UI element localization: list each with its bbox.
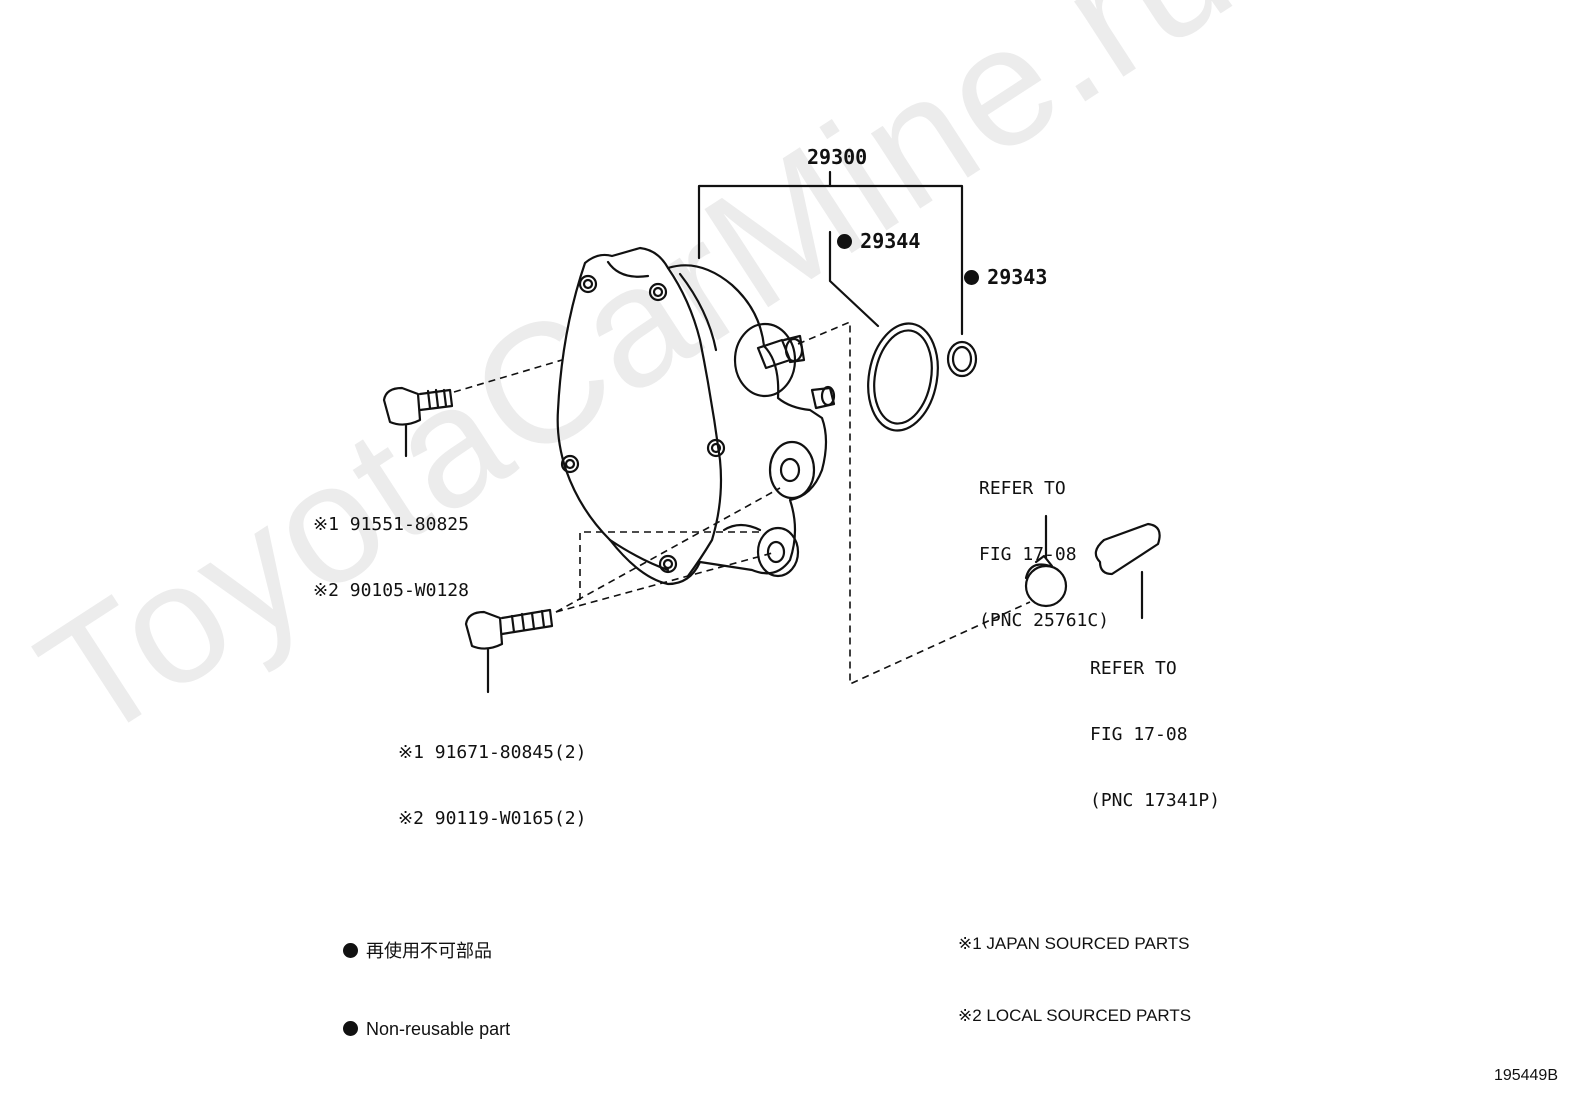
legend-non-reusable-en: Non-reusable part [366, 1019, 511, 1039]
clamp [1024, 514, 1068, 608]
non-reusable-dot-icon [343, 1021, 358, 1036]
part-number-assembly: 29300 [807, 145, 868, 169]
legend-non-reusable: 再使用不可部品 Non-reusable part [343, 886, 510, 1094]
bolt-lower-label: ※1 91671-80845(2) ※2 90119-W0165(2) [398, 698, 586, 874]
dash-upper-bolt [453, 359, 563, 393]
part-number-gasket-large: 29344 [789, 208, 920, 274]
hose [1094, 522, 1161, 620]
legend-non-reusable-jp: 再使用不可部品 [366, 941, 492, 961]
clamp-reference: REFER TO FIG 17-08 (PNC 25761C) [979, 478, 1110, 631]
legend-sourcing: ※1 JAPAN SOURCED PARTS ※2 LOCAL SOURCED … [958, 884, 1191, 1076]
bolt-upper-line-2: ※2 90105-W0128 [313, 580, 469, 601]
dash-pump-right [797, 320, 1031, 686]
legend-local-sourced: ※2 LOCAL SOURCED PARTS [958, 1006, 1192, 1025]
bolt-lower-line-2: ※2 90119-W0165(2) [398, 808, 587, 829]
gasket-large-leader [828, 230, 880, 328]
figure-id: 195449B [1493, 1067, 1558, 1084]
bolt-lower-line-1: ※1 91671-80845(2) [398, 742, 587, 763]
non-reusable-dot-icon [343, 943, 358, 958]
non-reusable-dot-icon [837, 234, 853, 249]
gasket-small-ring [946, 340, 978, 378]
gasket-large-ring [867, 322, 939, 432]
non-reusable-dot-icon [964, 270, 980, 285]
bolt-upper-label: ※1 91551-80825 ※2 90105-W0128 [313, 470, 469, 646]
legend-japan-sourced: ※1 JAPAN SOURCED PARTS [958, 934, 1190, 953]
bolt-upper-line-1: ※1 91551-80825 [313, 514, 469, 535]
part-number-gasket-small: 29343 [916, 244, 1047, 310]
hose-reference: REFER TO FIG 17-08 (PNC 17341P) [1090, 658, 1221, 811]
bolt-upper [382, 386, 454, 458]
bolt-lower [464, 608, 554, 694]
vacuum-pump-body [556, 246, 836, 586]
